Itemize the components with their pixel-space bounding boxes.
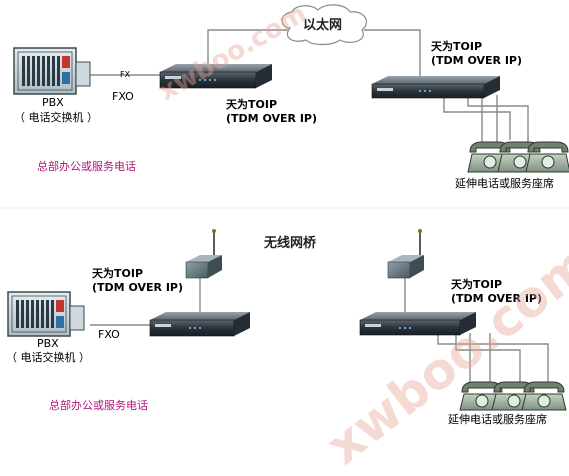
- bottom-left-device-protocol: (TDM OVER IP): [92, 281, 184, 294]
- top-ext-label: 延伸电话或服务座席: [455, 177, 554, 190]
- toip-device-bottom-right: [359, 312, 476, 336]
- bottom-pbx-sublabel: （ 电话交换机 ）: [6, 351, 90, 364]
- phones-bottom-icon: [459, 381, 567, 411]
- bottom-ext-label: 延伸电话或服务座席: [448, 413, 547, 426]
- bottom-fxo-label: FXO: [98, 328, 120, 341]
- network-diagram: [0, 4, 569, 411]
- bottom-hq-label: 总部办公或服务电话: [49, 399, 148, 412]
- top-left-device-name: 天为TOIP: [226, 98, 278, 111]
- bottom-connection-lines: [90, 276, 549, 388]
- bottom-pbx-label: PBX: [37, 337, 59, 350]
- top-right-device-protocol: (TDM OVER IP): [431, 54, 523, 67]
- top-hq-label: 总部办公或服务电话: [37, 160, 136, 173]
- top-pbx-label: PBX: [42, 96, 64, 109]
- top-fxo-label: FXO: [112, 90, 134, 103]
- top-pbx-sublabel: （ 电话交换机 ）: [14, 111, 98, 124]
- toip-device-bottom-left: [149, 312, 250, 337]
- top-connection-lines: [90, 29, 529, 148]
- toip-device-top-left: [159, 64, 272, 89]
- ethernet-label: 以太网: [303, 18, 343, 33]
- wireless-bridge-right-icon: [387, 229, 424, 279]
- wireless-bridge-left-icon: [185, 229, 222, 279]
- bottom-right-device-protocol: (TDM OVER IP): [451, 292, 543, 305]
- wireless-bridge-label: 无线网桥: [264, 236, 317, 251]
- pbx-bottom-icon: [7, 291, 85, 337]
- toip-device-top-right: [371, 76, 500, 99]
- phones-top-icon: [467, 141, 569, 173]
- ethernet-cloud-icon: [281, 4, 367, 46]
- pbx-top-icon: [13, 47, 91, 95]
- bottom-right-device-name: 天为TOIP: [451, 278, 503, 291]
- bottom-left-device-name: 天为TOIP: [92, 267, 144, 280]
- top-right-device-name: 天为TOIP: [431, 40, 483, 53]
- top-left-device-protocol: (TDM OVER IP): [226, 112, 318, 125]
- top-fxo-small-label: FX: [120, 70, 131, 79]
